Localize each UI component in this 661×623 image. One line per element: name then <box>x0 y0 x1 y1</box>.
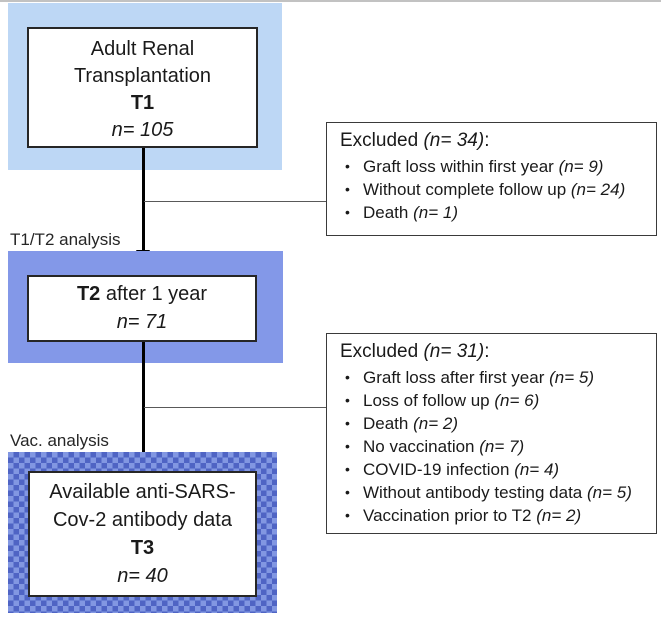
t2-line1: T2 after 1 year <box>29 280 255 308</box>
excluded-2-list: • Graft loss after first year (n= 5) • L… <box>340 366 652 527</box>
excluded-2-title: Excluded (n= 31): <box>340 341 652 363</box>
excluded-list-item: • COVID-19 infection (n= 4) <box>340 458 652 481</box>
arrow-t2-to-t3-line <box>142 342 145 455</box>
t1-tag: T1 <box>130 92 155 114</box>
excluded-item-label: Without complete follow up <box>363 180 571 199</box>
bullet-icon: • <box>345 484 350 500</box>
t1-n-count: n= 105 <box>111 119 174 141</box>
t3-line2: Cov-2 antibody data <box>52 509 232 531</box>
excluded-1-title-colon: : <box>484 130 490 151</box>
bullet-icon: • <box>345 461 350 477</box>
t2-line1-rest: after 1 year <box>100 283 208 305</box>
excluded-2-title-colon: : <box>484 341 490 362</box>
excluded-item-text: Graft loss after first year (n= 5) <box>363 366 594 389</box>
excluded-list-item: • Death (n= 1) <box>340 201 652 224</box>
excluded-item-n: (n= 6) <box>494 391 540 410</box>
excluded-item-text: Without antibody testing data (n= 5) <box>363 481 632 504</box>
t1-box: Adult Renal Transplantation T1 n= 105 <box>27 27 258 148</box>
t1-line2: Transplantation <box>73 65 212 87</box>
excluded-2-title-text: Excluded <box>340 341 424 362</box>
stage-label-vac-analysis: Vac. analysis <box>10 431 109 450</box>
excluded-item-label: Graft loss after first year <box>363 368 550 387</box>
excluded-item-label: Without antibody testing data <box>363 483 587 502</box>
excluded-item-text: COVID-19 infection (n= 4) <box>363 458 559 481</box>
bullet-icon: • <box>345 181 350 197</box>
excluded-list-item: • Without complete follow up (n= 24) <box>340 178 652 201</box>
arrow-t1-to-t2-line <box>142 148 145 252</box>
excluded-item-text: Graft loss within first year (n= 9) <box>363 155 603 178</box>
excluded-1-title-n: (n= 34) <box>423 130 485 151</box>
excluded-item-text: Without complete follow up (n= 24) <box>363 178 625 201</box>
excluded-item-text: No vaccination (n= 7) <box>363 435 524 458</box>
excluded-list-item: • Death (n= 2) <box>340 412 652 435</box>
excluded-item-text: Death (n= 1) <box>363 201 458 224</box>
bullet-icon: • <box>345 392 350 408</box>
excluded-1-list: • Graft loss within first year (n= 9) • … <box>340 155 652 224</box>
excluded-item-n: (n= 24) <box>570 180 626 199</box>
excluded-2-title-n: (n= 31) <box>423 341 485 362</box>
excluded-item-label: Death <box>363 203 414 222</box>
excluded-item-n: (n= 2) <box>413 414 458 433</box>
excluded-item-n: (n= 4) <box>514 460 560 479</box>
excluded-1-title: Excluded (n= 34): <box>340 130 652 152</box>
t2-box: T2 after 1 year n= 71 <box>27 275 257 342</box>
excluded-item-label: COVID-19 infection <box>363 460 515 479</box>
excluded-list-item: • Loss of follow up (n= 6) <box>340 389 652 412</box>
excluded-item-label: Death <box>363 414 414 433</box>
excluded-list-item: • Without antibody testing data (n= 5) <box>340 481 652 504</box>
bullet-icon: • <box>345 369 350 385</box>
excluded-item-label: No vaccination <box>363 437 480 456</box>
excluded-list-item: • Vaccination prior to T2 (n= 2) <box>340 504 652 527</box>
t3-n-count: n= 40 <box>117 565 168 587</box>
connector-to-excluded-1 <box>144 201 326 202</box>
bullet-icon: • <box>345 158 350 174</box>
excluded-item-text: Death (n= 2) <box>363 412 458 435</box>
excluded-item-n: (n= 2) <box>536 506 582 525</box>
bullet-icon: • <box>345 438 350 454</box>
bullet-icon: • <box>345 507 350 523</box>
excluded-item-n: (n= 5) <box>586 483 632 502</box>
t3-box: Available anti-SARS- Cov-2 antibody data… <box>28 471 257 597</box>
t3-line1: Available anti-SARS- <box>49 481 236 503</box>
excluded-box-2: Excluded (n= 31): • Graft loss after fir… <box>326 333 657 534</box>
figure-top-border <box>0 0 661 2</box>
excluded-list-item: • Graft loss within first year (n= 9) <box>340 155 652 178</box>
excluded-item-n: (n= 1) <box>413 203 458 222</box>
t2-n-count: n= 71 <box>116 311 168 333</box>
excluded-item-label: Graft loss within first year <box>363 157 559 176</box>
bullet-icon: • <box>345 204 350 220</box>
excluded-list-item: • Graft loss after first year (n= 5) <box>340 366 652 389</box>
excluded-item-label: Loss of follow up <box>363 391 495 410</box>
excluded-item-n: (n= 5) <box>549 368 594 387</box>
t1-line1: Adult Renal <box>90 38 195 60</box>
excluded-item-text: Vaccination prior to T2 (n= 2) <box>363 504 581 527</box>
excluded-list-item: • No vaccination (n= 7) <box>340 435 652 458</box>
excluded-item-n: (n= 7) <box>479 437 525 456</box>
excluded-item-text: Loss of follow up (n= 6) <box>363 389 539 412</box>
connector-to-excluded-2 <box>144 407 326 408</box>
t3-tag: T3 <box>130 537 155 559</box>
excluded-box-1: Excluded (n= 34): • Graft loss within fi… <box>326 122 657 236</box>
excluded-item-label: Vaccination prior to T2 <box>363 506 537 525</box>
excluded-item-n: (n= 9) <box>558 157 604 176</box>
excluded-1-title-text: Excluded <box>340 130 424 151</box>
t2-tag: T2 <box>76 283 101 305</box>
bullet-icon: • <box>345 415 350 431</box>
stage-label-t1t2-analysis: T1/T2 analysis <box>10 230 121 249</box>
